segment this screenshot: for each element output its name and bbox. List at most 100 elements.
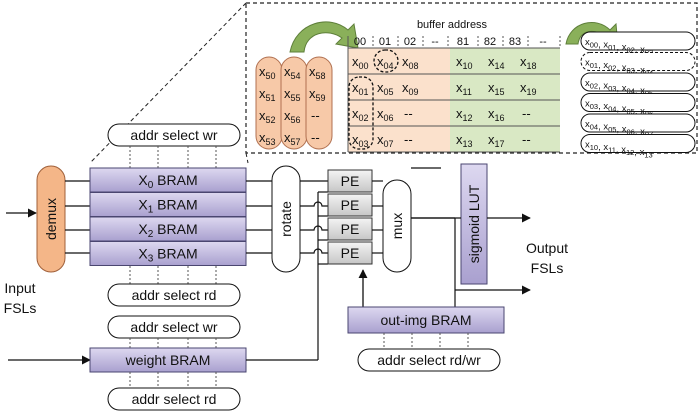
svg-text:sigmoid LUT: sigmoid LUT xyxy=(466,184,482,263)
left-buffer-cell: x50 xyxy=(259,64,276,81)
bram-2 xyxy=(89,216,247,242)
svg-text:weight BRAM: weight BRAM xyxy=(125,352,211,368)
out-img-bram: out-img BRAM xyxy=(347,306,505,334)
left-buffer-cell: x58 xyxy=(309,64,326,81)
rotate: rotate xyxy=(271,165,301,273)
left-buffer-cell: -- xyxy=(311,108,320,123)
output-groups: x00, x01, x02, x03x01, x02, x03, x04x02,… xyxy=(580,31,696,160)
grid-cell: x12 xyxy=(456,106,473,123)
svg-text:demux: demux xyxy=(43,198,59,240)
output-group-text: x10, x11, x12, x13 xyxy=(585,140,653,160)
addr-select-wr-2: addr select wr xyxy=(107,315,241,348)
bram-1 xyxy=(89,192,247,217)
grid-cell: x04 xyxy=(377,54,394,71)
grid-cell: x19 xyxy=(520,80,537,97)
addr-select-rd-2: addr select rd xyxy=(107,387,241,411)
weight-bram: weight BRAM xyxy=(89,347,247,373)
pe-label-3: PE xyxy=(341,245,360,261)
pe-1 xyxy=(327,193,373,217)
buffer-inset: x50 x54 x58 x51 x55 x59 x52 x56 -- x53 x57 -- xyxy=(89,2,698,164)
buffer-header-cell: 01 xyxy=(379,36,391,48)
highlight-column xyxy=(348,76,374,150)
bram-label-3: X3 BRAM xyxy=(138,246,197,265)
buffer-header-cell: 82 xyxy=(484,36,496,48)
svg-text:rotate: rotate xyxy=(278,201,294,237)
output-group-4 xyxy=(580,113,696,133)
buffer-header-cell: -- xyxy=(431,36,439,48)
left-buffer-cell: x52 xyxy=(259,108,276,125)
pe-label-1: PE xyxy=(341,197,360,213)
grid-cell: x06 xyxy=(377,106,394,123)
output-group-0 xyxy=(580,31,696,51)
output-label-1: Output xyxy=(526,240,568,256)
grid-cell: x16 xyxy=(488,106,505,123)
pe-2 xyxy=(327,217,373,241)
pe-array: PE PE PE PE xyxy=(327,169,373,265)
mux: mux xyxy=(382,179,412,273)
svg-text:addr select wr: addr select wr xyxy=(130,319,217,335)
output-group-3 xyxy=(580,93,696,112)
svg-text:out-img BRAM: out-img BRAM xyxy=(380,312,471,328)
left-buffer-cell: x51 xyxy=(259,86,276,103)
input-label-1: Input xyxy=(4,280,35,296)
svg-text:addr select rd: addr select rd xyxy=(132,391,217,407)
pe-label-2: PE xyxy=(341,221,360,237)
input-label-2: FSLs xyxy=(4,300,37,316)
grid-cell: x13 xyxy=(456,132,473,149)
buffer-header-cell: 02 xyxy=(404,36,416,48)
grid-cell: x00 xyxy=(352,54,369,71)
grid-cell: x03 xyxy=(352,132,369,149)
grid-cell: x09 xyxy=(402,80,419,97)
left-buffer-cell: x54 xyxy=(284,64,301,81)
buffer-header-cell: -- xyxy=(539,36,547,48)
grid-cell: x08 xyxy=(402,54,419,71)
grid-cell: x11 xyxy=(456,80,472,97)
grid-cell: x10 xyxy=(456,54,473,71)
pe-label-0: PE xyxy=(341,173,360,189)
output-group-5 xyxy=(580,134,696,153)
addr-select-wr-top: addr select wr xyxy=(107,123,241,168)
grid-cell: x01 xyxy=(352,80,369,97)
left-buffer-cell: x57 xyxy=(284,130,301,147)
grid-cell: -- xyxy=(404,132,413,147)
output-label-2: FSLs xyxy=(531,260,564,276)
input-bram-stack: X0 BRAM X1 BRAM X2 BRAM X3 BRAM xyxy=(89,167,247,266)
svg-text:addr select rd/wr: addr select rd/wr xyxy=(377,352,481,368)
svg-text:addr select wr: addr select wr xyxy=(130,127,217,143)
grid-cell: -- xyxy=(522,106,531,121)
bram-label-1: X1 BRAM xyxy=(138,197,197,216)
grid-cell: -- xyxy=(522,132,531,147)
bram-label-2: X2 BRAM xyxy=(138,221,197,240)
grid-cell: x17 xyxy=(488,132,505,149)
grid-cell: x15 xyxy=(488,80,505,97)
left-buffer-cell: x59 xyxy=(309,86,326,103)
svg-text:addr select rd: addr select rd xyxy=(132,287,217,303)
buffer-header-cell: 00 xyxy=(354,36,366,48)
grid-cell: x18 xyxy=(520,54,537,71)
output-group-1 xyxy=(580,52,696,71)
grid-cell: -- xyxy=(404,106,413,121)
left-buffer-cell: -- xyxy=(311,130,320,145)
grid-cell: x14 xyxy=(488,54,505,71)
demux: demux xyxy=(36,165,66,273)
buffer-address-label: buffer address xyxy=(417,19,488,31)
left-buffer: x50 x54 x58 x51 x55 x59 x52 x56 -- x53 x57 -- xyxy=(255,56,333,150)
grid-cell: x05 xyxy=(377,80,394,97)
output-group-2 xyxy=(580,72,696,92)
rotate-arrow-left xyxy=(289,21,359,53)
svg-text:mux: mux xyxy=(389,213,405,239)
highlight-x04 xyxy=(373,49,399,73)
buffer-header-cell: 83 xyxy=(509,36,521,48)
grid-cell: x02 xyxy=(352,106,369,123)
left-buffer-cell: x56 xyxy=(284,108,301,125)
bram-3 xyxy=(89,241,247,266)
grid-cell: x07 xyxy=(377,132,394,149)
addr-select-rd-1: addr select rd xyxy=(107,266,241,307)
addr-select-rdwr: addr select rd/wr xyxy=(357,348,501,372)
left-buffer-cell: x53 xyxy=(259,130,276,147)
left-buffer-cell: x55 xyxy=(284,86,301,103)
sigmoid-lut: sigmoid LUT xyxy=(460,163,488,285)
buffer-header-cell: 81 xyxy=(457,36,469,48)
bram-label-0: X0 BRAM xyxy=(138,172,197,191)
